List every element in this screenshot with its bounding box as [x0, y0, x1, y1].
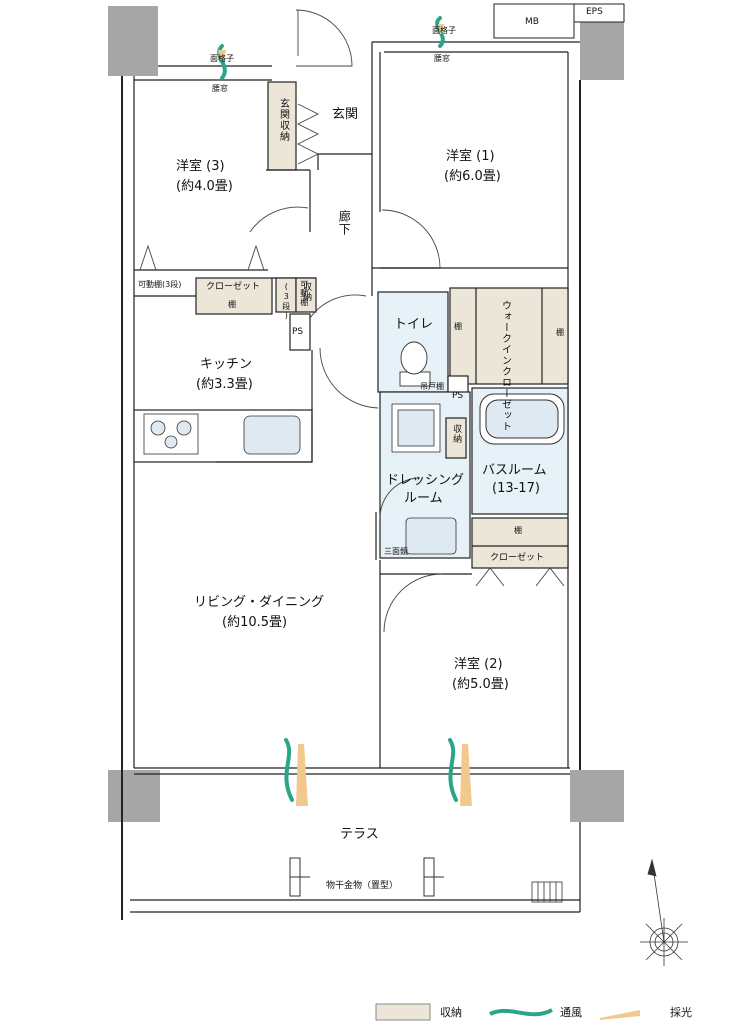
room3-size: (約4.0畳)	[176, 179, 233, 194]
living-name: リビング・ダイニング	[194, 595, 325, 610]
wic-shelf-right: 棚	[556, 328, 564, 337]
door-swings	[139, 9, 565, 633]
terrace-label: テラス	[340, 827, 379, 842]
movable-shelf-small-label: 可動棚	[299, 280, 309, 307]
stove-icon	[143, 413, 199, 455]
bath-size: (13-17)	[492, 481, 540, 496]
washing-machine-pan-icon	[391, 403, 441, 453]
kitchen-size: (約3.3畳)	[196, 377, 253, 392]
entrance-label: 玄関	[332, 107, 359, 122]
room2-size: (約5.0畳)	[452, 677, 509, 692]
toilet-shelf-label: 吊戸棚	[420, 382, 444, 391]
ps-label-bath: PS	[452, 391, 464, 401]
legend-storage: 収納	[440, 1006, 462, 1019]
three-steps-label: (3段)	[281, 282, 291, 321]
toilet-label: トイレ	[394, 317, 434, 332]
entrance-storage-label: 玄関収納	[277, 98, 289, 142]
clothes-hangers	[289, 857, 444, 897]
movable-shelf-label: 可動棚(3段)	[138, 280, 182, 289]
room3-closet-label: クローゼット	[206, 282, 261, 292]
hall-storage-label: 収納	[301, 282, 312, 302]
room2-shelf-label: 棚	[514, 526, 522, 535]
washbasin-icon	[405, 517, 457, 555]
sink-icon	[243, 415, 301, 455]
legend-symbols	[375, 1003, 640, 1021]
lattice-label-room1: 面格子	[432, 26, 456, 35]
living-size: (約10.5畳)	[222, 615, 288, 630]
waist-window-label-room3: 腰窓	[212, 84, 228, 93]
wic-shelf-left: 棚	[454, 322, 462, 331]
room1-size: (約6.0畳)	[444, 169, 501, 184]
mb-eps-box	[493, 3, 625, 39]
bathtub-icon	[479, 393, 565, 445]
three-mirror-label: 三面鏡	[384, 547, 408, 556]
drain-icon	[531, 881, 563, 903]
room1-name: 洋室 (1)	[446, 149, 495, 164]
compass-icon	[640, 858, 688, 966]
lattice-label-room3: 面格子	[210, 54, 234, 63]
dressing-name: ドレッシング	[386, 473, 465, 488]
walk-in-closet-label: ウォークインクローゼット	[499, 300, 511, 432]
eps-label: EPS	[586, 7, 603, 17]
legend-daylight: 採光	[670, 1006, 692, 1019]
folding-doors	[296, 103, 320, 165]
daylight-markers	[218, 24, 472, 806]
bath-name: バスルーム	[482, 463, 547, 478]
legend-ventilation: 通風	[560, 1006, 582, 1019]
waist-window-label-room1: 腰窓	[434, 54, 450, 63]
mb-label: MB	[525, 17, 539, 27]
room3-name: 洋室 (3)	[176, 159, 225, 174]
room3-shelf-label: 棚	[228, 300, 236, 309]
clothes-hanger-label: 物干金物（置型）	[326, 881, 399, 891]
toilet-icon	[399, 341, 431, 387]
room2-closet-label: クローゼット	[490, 553, 545, 563]
kitchen-name: キッチン	[200, 357, 253, 372]
hallway-label: 廊下	[337, 210, 352, 236]
dressing-storage-label: 収納	[451, 424, 462, 444]
ps-label-hall: PS	[292, 327, 304, 337]
room2-name: 洋室 (2)	[454, 657, 503, 672]
dressing-name2: ルーム	[404, 491, 443, 506]
